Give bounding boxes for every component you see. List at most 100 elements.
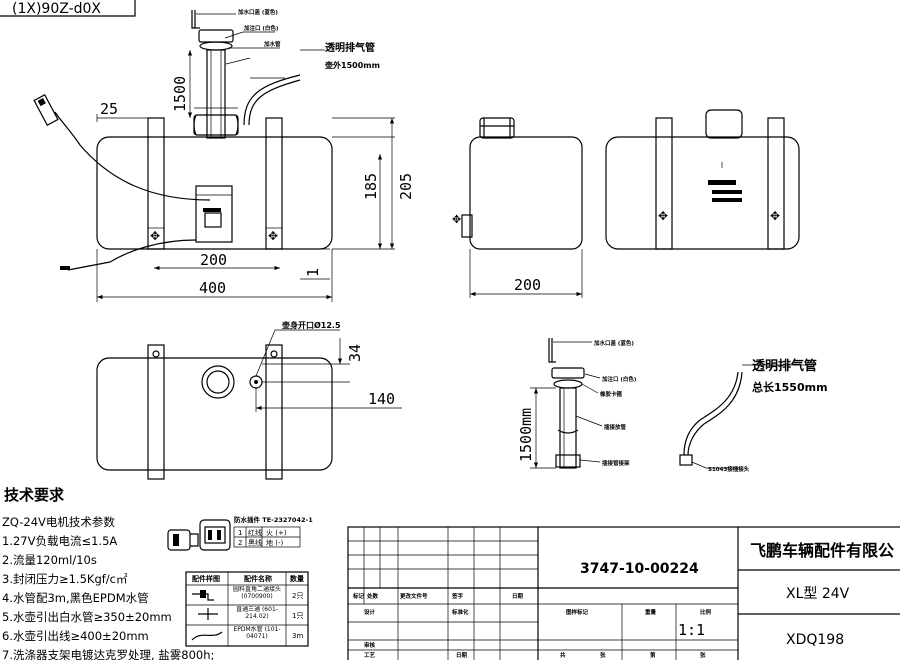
svg-text:处数: 处数 <box>366 592 379 600</box>
spec-line: 6.水壶引出线≥400±20mm <box>2 629 149 643</box>
svg-text:重量: 重量 <box>645 608 657 616</box>
dim-400: 400 <box>199 279 226 297</box>
svg-text:2: 2 <box>238 539 242 547</box>
front-view: ✥ ✥ <box>605 109 800 250</box>
svg-text:图样标记: 图样标记 <box>566 608 589 616</box>
parts-table: 配件样图 配件名称 数量 圆料直角二通接头 (0700900) 直通三通 (60… <box>185 571 309 647</box>
pump <box>195 185 233 243</box>
detail-callout-bracket: 插接管接架 <box>602 459 630 467</box>
plug-icon <box>167 529 199 551</box>
svg-text:2只: 2只 <box>292 592 303 600</box>
svg-text:设计: 设计 <box>364 608 376 616</box>
title-block: 标记 处数 更改文件号 签字 日期 设计 标准化 图样标记 重量 比例 审核 工… <box>347 526 900 660</box>
tank-body-side <box>469 136 583 250</box>
svg-text:数量: 数量 <box>290 574 304 583</box>
spec-line: 2.流量120ml/10s <box>2 553 97 567</box>
top-view: ✥ ✥ 加水口盖 (蓝色) 加注口 (白色) 加水管 透明排气管 壶外1500m… <box>33 8 415 302</box>
detail-callout-clamp: 橡胶卡箍 <box>600 390 623 398</box>
model-name: XL型 24V <box>786 586 850 602</box>
detail-vent-length: 总长1550mm <box>752 380 828 394</box>
spec-line: 1.27V负载电流≤1.5A <box>2 534 117 548</box>
hole-callout: 壶身开口Ø12.5 <box>282 320 341 330</box>
filler-cap <box>198 29 234 43</box>
dim-34: 34 <box>346 344 364 362</box>
spec-line: 4.水管配3m,黑色EPDM水管 <box>2 591 149 605</box>
svg-text:张: 张 <box>700 651 706 659</box>
tank-body-bottom <box>96 357 333 471</box>
wire-harness <box>54 111 211 201</box>
svg-text:签字: 签字 <box>451 592 464 600</box>
filler-opening <box>201 365 235 399</box>
dim-200-side: 200 <box>514 276 541 294</box>
svg-text:日期: 日期 <box>512 592 524 600</box>
dim-140: 140 <box>368 390 395 408</box>
dim-205: 205 <box>397 173 415 200</box>
svg-text:1只: 1只 <box>292 612 303 620</box>
svg-text:第: 第 <box>650 651 656 659</box>
svg-text:共: 共 <box>560 651 566 659</box>
pump-lead <box>67 239 197 271</box>
svg-text:红线: 红线 <box>248 528 262 537</box>
svg-text:地 (-): 地 (-) <box>266 538 283 547</box>
dim-200-top: 200 <box>200 251 227 269</box>
callout-port: 加注口 (白色) <box>243 24 279 32</box>
strap-bolt-icon: ✥ <box>658 209 668 223</box>
detail-vent-label: 透明排气管 <box>752 358 817 374</box>
callout-cap: 加水口盖 (蓝色) <box>237 8 278 16</box>
spec-line: 5.水壶引出白水管≥350±20mm <box>2 610 172 624</box>
spec-line: ZQ-24V电机技术参数 <box>2 515 115 529</box>
svg-text:比例: 比例 <box>700 608 712 616</box>
strap-left <box>147 117 165 250</box>
detail-callout-pipe: 插接放管 <box>604 423 627 431</box>
mount-wingnut-icon: ✥ <box>452 214 461 226</box>
dim-1500mm: 1500mm <box>517 408 535 462</box>
detail-connector-label: S1043接插接头 <box>708 465 750 473</box>
spec-line: 7.洗涤器支架电镀达克罗处理, 盐雾800h; <box>2 648 214 660</box>
connector-table: 防水插件 TE-2327042-1 1 红线 火 (+) 2 黑线 地 (-) <box>233 515 313 548</box>
spec-title: 技术要求 <box>4 486 65 504</box>
bottom-view: 壶身开口Ø12.5 34 140 <box>96 320 402 480</box>
strap-right <box>265 117 283 250</box>
product-label <box>708 162 742 202</box>
suction-pipe <box>559 387 577 469</box>
socket-icon <box>199 519 231 551</box>
detail-vent-hose <box>683 371 743 456</box>
spec-line: 3.封闭压力≥1.5Kgf/c㎡ <box>2 572 128 586</box>
detail-callout-port: 加注口 (白色) <box>601 375 637 383</box>
drawing-code: XDQ198 <box>786 632 844 648</box>
dim-185: 185 <box>362 173 380 200</box>
dim-1500: 1500 <box>171 76 189 112</box>
dim-25: 25 <box>100 100 118 118</box>
svg-text:工艺: 工艺 <box>364 651 376 659</box>
vent-hose <box>243 74 301 126</box>
scale-value: 1:1 <box>678 621 705 639</box>
callout-pipe: 加水管 <box>263 40 281 48</box>
svg-text:更改文件号: 更改文件号 <box>400 592 428 600</box>
detail-view: 1500mm 加水口盖 (蓝色) 加注口 (白色) 橡胶卡箍 插接放管 插接管接… <box>517 338 828 473</box>
company-name: 飞鹏车辆配件有限公 <box>750 541 894 560</box>
svg-text:张: 张 <box>600 651 606 659</box>
wire-connector-icon <box>33 94 59 126</box>
svg-text:标记: 标记 <box>352 592 365 600</box>
tech-spec: 技术要求 ZQ-24V电机技术参数 1.27V负载电流≤1.5A 2.流量120… <box>2 486 214 660</box>
svg-text:火 (+): 火 (+) <box>266 529 287 537</box>
hose-icon <box>191 631 223 641</box>
svg-text:3m: 3m <box>292 632 303 640</box>
tank-body-top <box>96 136 333 250</box>
strap-bolt-icon: ✥ <box>770 209 780 223</box>
svg-text:黑线: 黑线 <box>248 538 262 547</box>
part-number: 3747-10-00224 <box>580 561 699 577</box>
vent-label: 透明排气管 <box>325 41 375 54</box>
dim-1: 1 <box>304 268 322 277</box>
side-view: ✥ 200 <box>452 117 583 298</box>
vent-length: 壶外1500mm <box>325 60 380 70</box>
svg-text:日期: 日期 <box>456 651 468 659</box>
tee-fitting-icon <box>198 608 218 620</box>
svg-text:审核: 审核 <box>364 641 376 649</box>
svg-text:配件名称: 配件名称 <box>244 574 272 583</box>
svg-text:标准化: 标准化 <box>451 608 469 616</box>
strap-bolt-icon: ✥ <box>268 229 278 243</box>
strap-bolt-icon: ✥ <box>150 229 160 243</box>
filler-cap-front <box>705 109 743 139</box>
